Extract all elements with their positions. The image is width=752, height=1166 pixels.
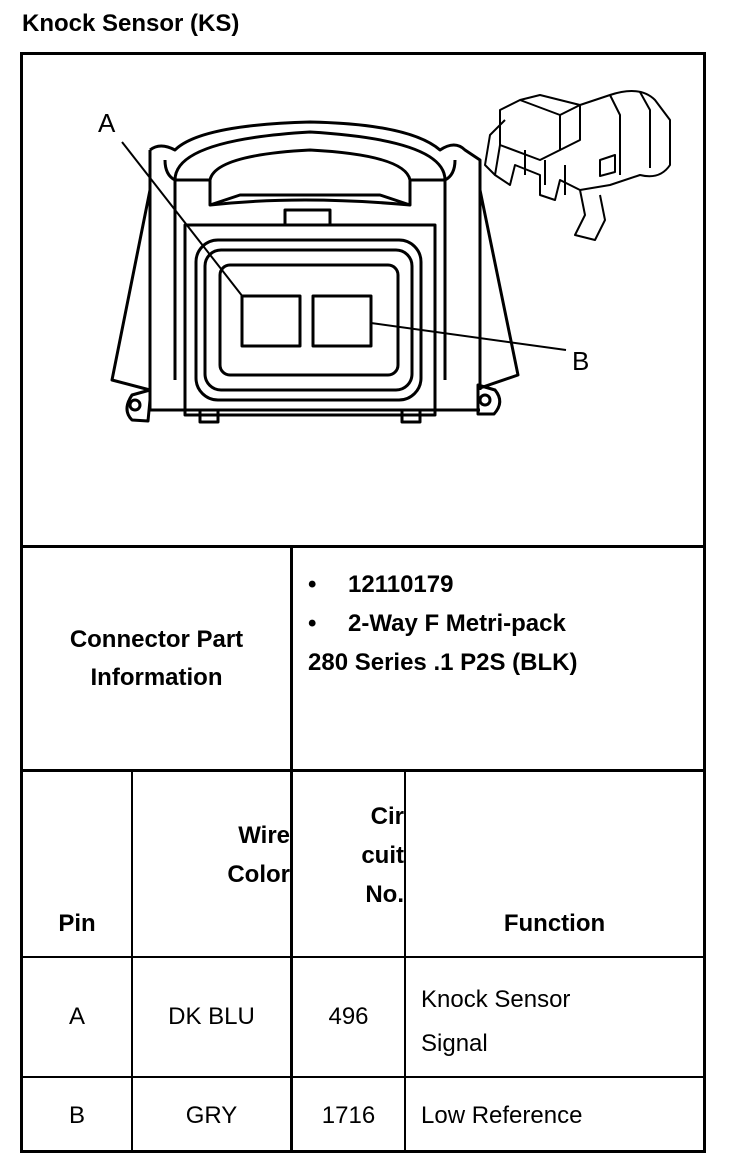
connector-table-frame bbox=[20, 52, 706, 1153]
row-b-circuit: 1716 bbox=[321, 1101, 376, 1129]
part-info-label-line2: Information bbox=[90, 663, 223, 691]
part-number: •12110179 bbox=[308, 565, 698, 604]
divider-part-info bbox=[20, 769, 706, 772]
header-circuit-no: Cir cuit No. bbox=[361, 802, 404, 908]
part-info-label: Connector Part Information bbox=[23, 548, 290, 769]
row-a-function: Knock Sensor Signal bbox=[421, 986, 571, 1057]
part-series: 280 Series .1 P2S (BLK) bbox=[308, 649, 578, 676]
pin-b-callout: B bbox=[572, 346, 589, 376]
pin-a-callout: A bbox=[98, 108, 116, 138]
divider-col-pin bbox=[131, 770, 133, 1153]
row-b-function: Low Reference bbox=[421, 1101, 583, 1129]
connector-face-diagram: A B bbox=[98, 90, 671, 424]
divider-diagram bbox=[20, 545, 706, 548]
divider-col-function bbox=[404, 770, 406, 1153]
divider-row-a bbox=[20, 1076, 706, 1078]
divider-col-circuit bbox=[290, 545, 293, 1153]
header-wire-color: Wire Color bbox=[227, 822, 290, 888]
bullet-icon: • bbox=[308, 571, 317, 598]
bullet-icon: • bbox=[308, 610, 317, 637]
part-type: •2-Way F Metri-pack bbox=[308, 604, 698, 643]
part-info-label-line1: Connector Part bbox=[69, 625, 244, 653]
row-b-wire-color: GRY bbox=[185, 1101, 238, 1129]
page-title: Knock Sensor (KS) bbox=[22, 10, 240, 37]
part-info-values: •12110179 •2-Way F Metri-pack 280 Series… bbox=[308, 565, 698, 682]
row-b-pin: B bbox=[68, 1101, 85, 1129]
divider-header bbox=[20, 956, 706, 958]
header-pin: Pin bbox=[58, 910, 96, 937]
header-function: Function bbox=[503, 910, 606, 937]
row-a-wire-color: DK BLU bbox=[168, 1003, 255, 1030]
row-a-circuit: 496 bbox=[328, 1003, 369, 1030]
row-a-pin: A bbox=[68, 1003, 85, 1030]
